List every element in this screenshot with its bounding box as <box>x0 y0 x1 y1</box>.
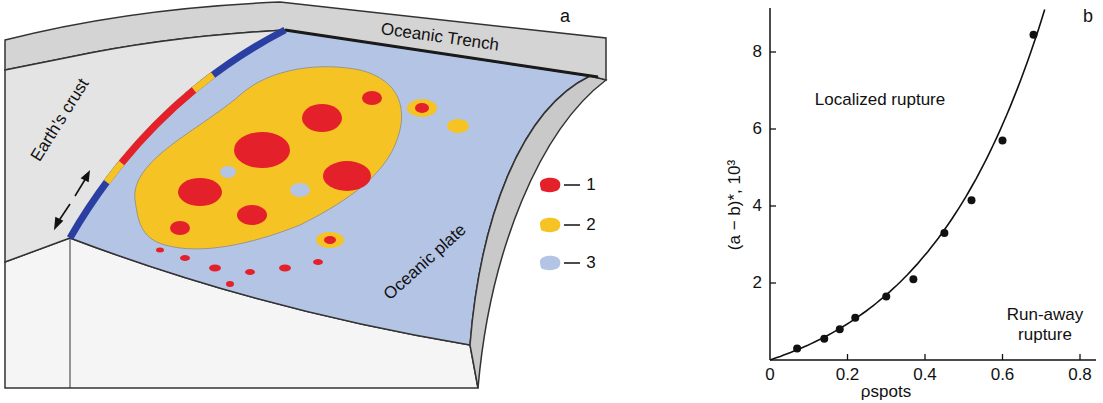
legend-number: 2 <box>586 215 595 235</box>
asperity <box>180 255 190 261</box>
data-point <box>940 229 948 237</box>
y-tick <box>770 51 776 52</box>
data-point <box>909 275 917 283</box>
legend-swatch-shape <box>540 256 560 270</box>
asperities <box>156 91 429 287</box>
y-tick <box>770 205 776 206</box>
legend-swatch-shape <box>540 218 560 232</box>
data-point <box>1030 31 1038 39</box>
arrow-head <box>82 172 89 181</box>
leader-line <box>564 262 580 264</box>
y-tick <box>770 128 776 129</box>
data-point <box>999 137 1007 145</box>
tick-label: 8 <box>753 42 762 62</box>
asperity <box>156 248 164 253</box>
y-axis <box>769 8 771 360</box>
axis-title: (a − b)*, 10³ <box>725 160 745 250</box>
leader-line <box>564 184 580 186</box>
data-point <box>836 325 844 333</box>
axis-title: ρspots <box>861 382 911 402</box>
data-point <box>882 292 890 300</box>
stable-hole <box>290 183 310 197</box>
tick-label: 0.6 <box>991 365 1015 385</box>
asperity <box>324 236 336 244</box>
asperity <box>323 161 371 191</box>
subduction-block <box>0 0 620 403</box>
tick-label: 0 <box>765 365 774 385</box>
transition-patch <box>447 119 469 133</box>
legend-number: 3 <box>586 253 595 273</box>
asperity <box>237 205 267 225</box>
x-tick <box>1002 354 1003 360</box>
asperity <box>170 221 190 235</box>
transition-patch <box>316 232 344 248</box>
slip-arrows <box>55 172 89 228</box>
tick-label: 6 <box>753 119 762 139</box>
stable-hole <box>220 166 236 178</box>
x-tick <box>924 354 925 360</box>
data-point <box>851 314 859 322</box>
transition-zone <box>135 67 402 249</box>
panel-letter: b <box>1083 6 1093 27</box>
y-tick <box>770 282 776 283</box>
tick-label: 4 <box>753 196 762 216</box>
legend-swatch <box>537 176 563 194</box>
asperity <box>245 269 255 275</box>
asperity <box>234 132 290 168</box>
legend-swatch <box>537 216 563 234</box>
tick-label: 0.4 <box>913 365 937 385</box>
asperity <box>313 259 323 265</box>
arrow-line <box>75 178 86 196</box>
block-edge <box>70 238 71 388</box>
asperity <box>226 281 234 287</box>
tick-label: 2 <box>753 273 762 293</box>
asperity <box>362 91 382 105</box>
asperity <box>415 103 429 113</box>
arrow-head <box>55 218 62 228</box>
data-point <box>820 335 828 343</box>
legend-leaders <box>564 185 580 263</box>
x-axis <box>770 359 1096 361</box>
transition-patch <box>407 99 437 117</box>
leader-line <box>564 224 580 226</box>
region-label: Localized rupture <box>815 90 945 110</box>
slab-side <box>470 76 606 388</box>
data-point <box>968 196 976 204</box>
asperity <box>279 265 291 272</box>
panel-letter: a <box>560 6 570 27</box>
tick-label: 0.2 <box>836 365 860 385</box>
x-tick <box>847 354 848 360</box>
legend-swatch <box>537 254 563 272</box>
asperity <box>209 265 221 272</box>
legend-swatch-shape <box>540 178 560 192</box>
region-label: Run-away rupture <box>1003 305 1087 344</box>
fit-curve <box>770 10 1045 360</box>
asperity <box>178 178 222 206</box>
data-point <box>793 344 801 352</box>
legend-number: 1 <box>586 175 595 195</box>
x-tick <box>1079 354 1080 360</box>
tick-label: 0.8 <box>1068 365 1092 385</box>
asperity <box>302 104 342 132</box>
